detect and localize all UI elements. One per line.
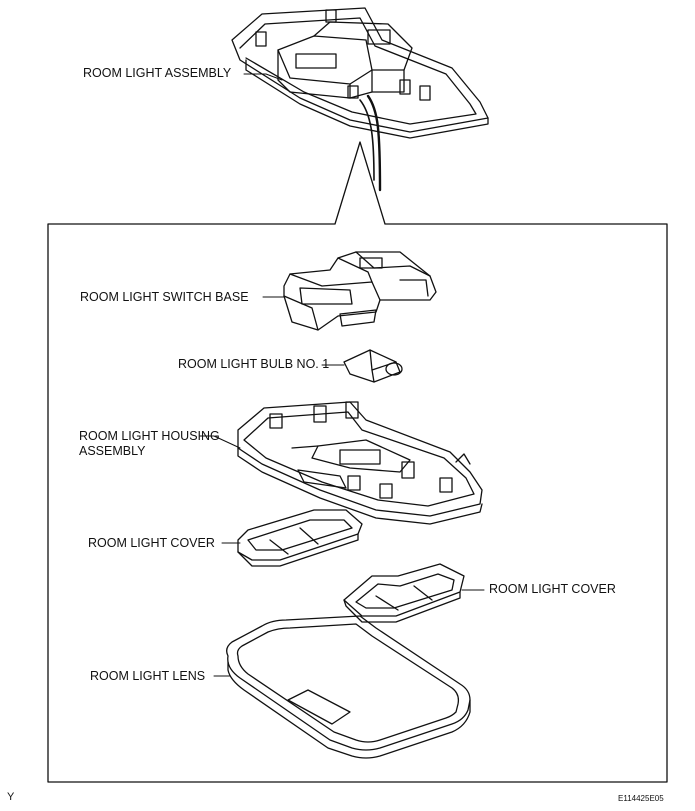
label-room-light-housing-assembly: ASSEMBLY (79, 444, 146, 458)
label-room-light-switch-base: ROOM LIGHT SWITCH BASE (80, 290, 249, 304)
label-room-light-bulb: ROOM LIGHT BULB NO. 1 (178, 357, 330, 371)
label-room-light-lens: ROOM LIGHT LENS (90, 669, 206, 683)
bulb-drawing (343, 349, 403, 383)
assembly-drawing (231, 7, 489, 192)
figure-code: E114425E05 (618, 794, 664, 803)
switch-base-drawing (283, 251, 437, 331)
corner-mark: Y (7, 791, 15, 803)
label-room-light-cover-left: ROOM LIGHT COVER (88, 536, 215, 550)
leader-assembly (243, 73, 283, 81)
cover-right-drawing (343, 563, 465, 623)
cover-left-drawing (237, 509, 363, 567)
detail-frame (47, 141, 668, 783)
housing-drawing (237, 401, 483, 525)
label-room-light-housing: ROOM LIGHT HOUSING (79, 429, 220, 443)
leader-housing (199, 435, 241, 449)
label-room-light-cover-right: ROOM LIGHT COVER (489, 582, 616, 596)
label-room-light-assembly: ROOM LIGHT ASSEMBLY (83, 66, 232, 80)
lens-drawing (226, 615, 471, 759)
